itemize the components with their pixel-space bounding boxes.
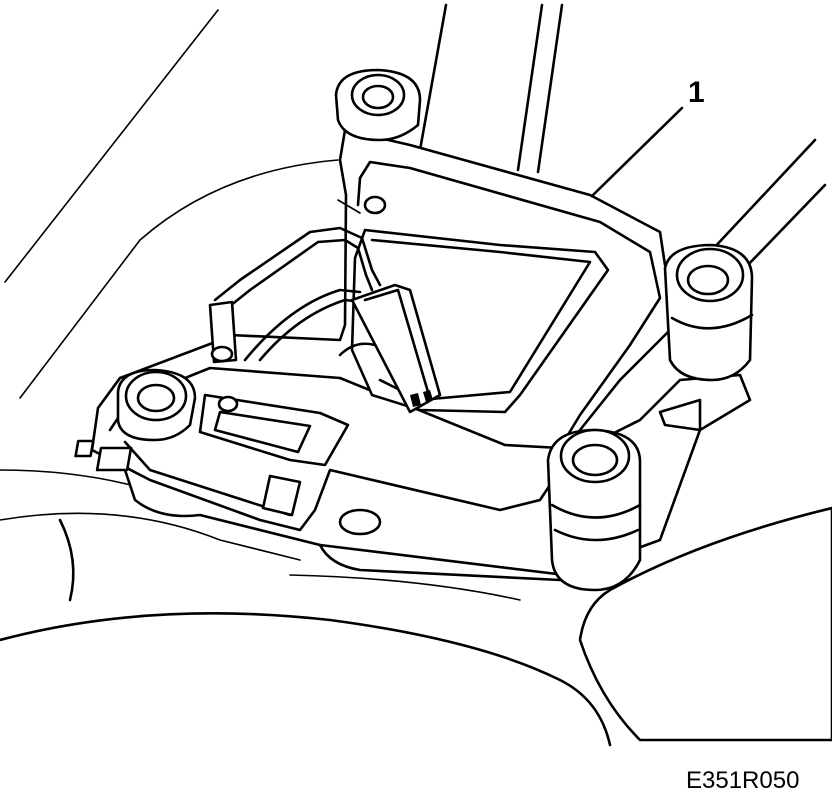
background-structure [0, 3, 827, 747]
housing-cup-right [578, 506, 832, 742]
mounting-boss-left [116, 368, 197, 442]
mounting-boss-front [546, 428, 642, 592]
figure-id: E351R050 [686, 767, 799, 794]
mounting-boss-top [334, 68, 422, 142]
sensor-cable-connector [208, 226, 442, 414]
callout-label: 1 [688, 76, 705, 109]
mounting-boss-right [663, 243, 754, 382]
callout-leader-line [590, 106, 684, 198]
